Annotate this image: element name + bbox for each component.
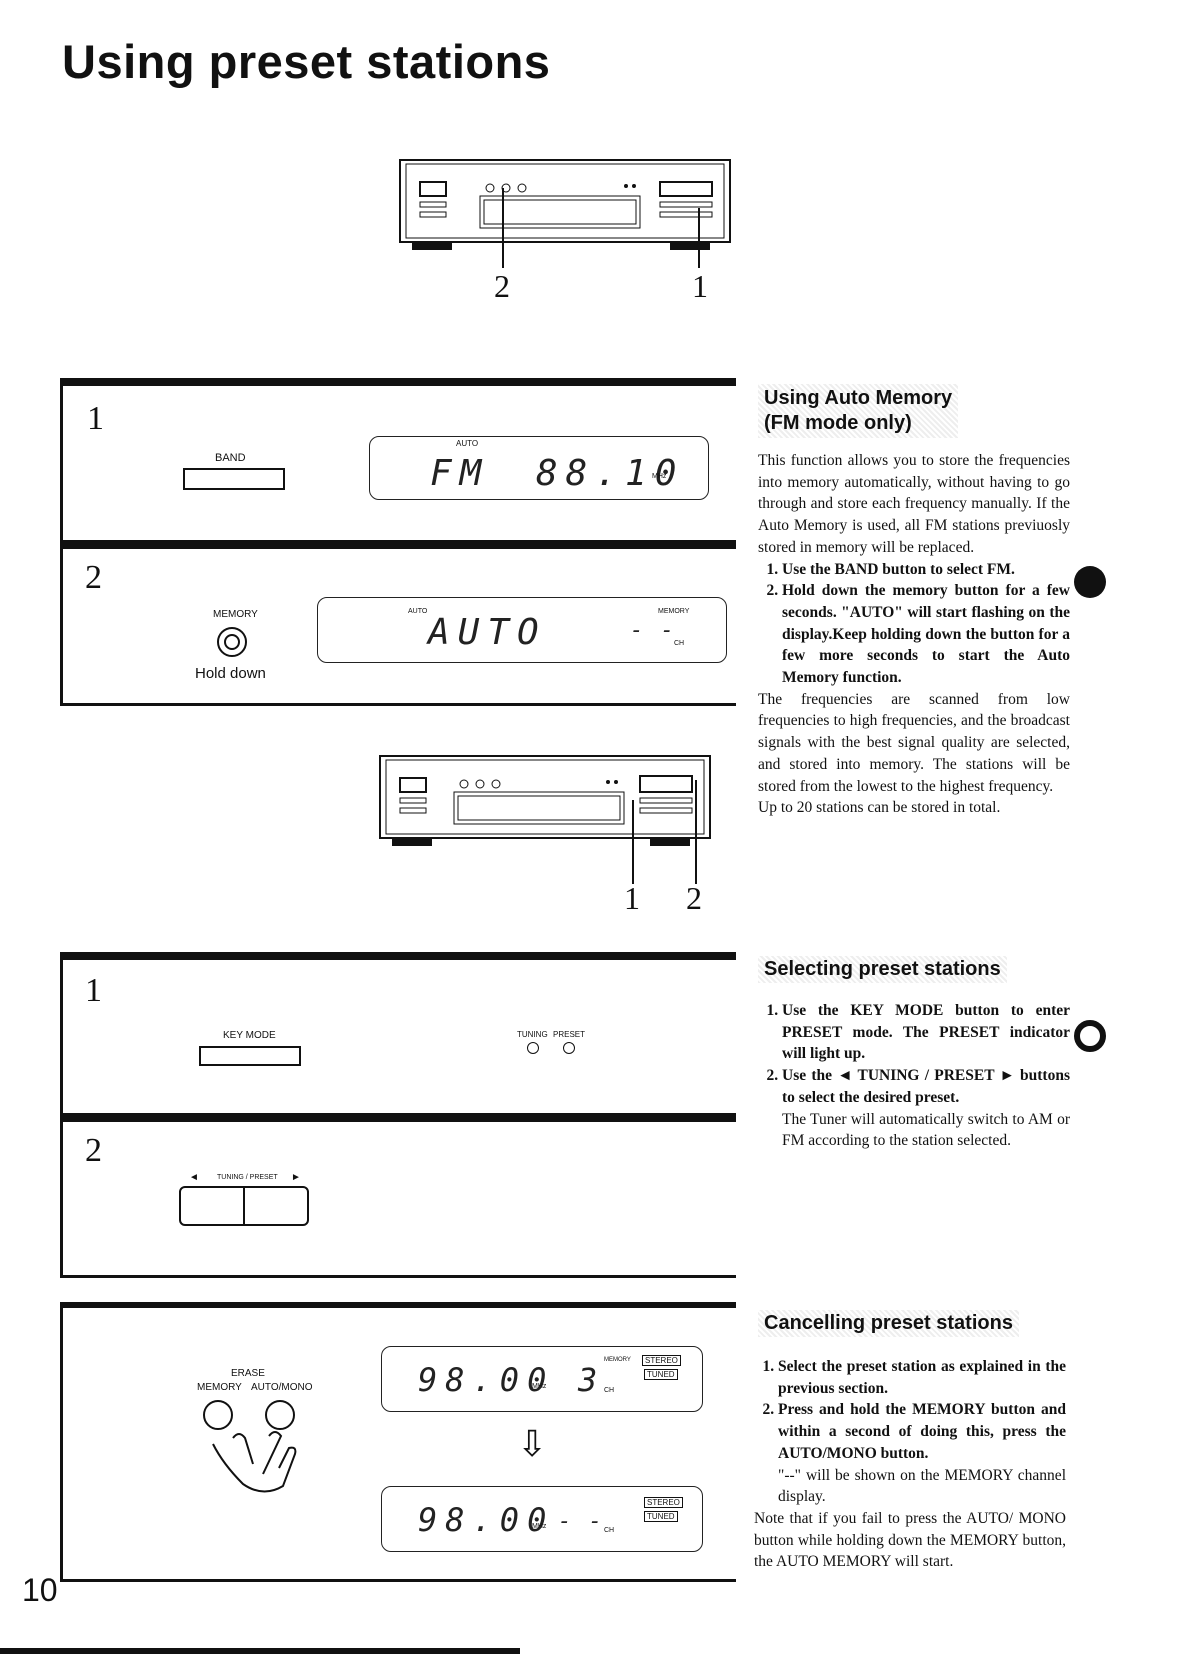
automono-label: AUTO/MONO <box>251 1382 313 1393</box>
step-number: 2 <box>85 559 102 596</box>
display-after: 98.00 MHz - - CH STEREO TUNED <box>381 1486 703 1552</box>
tuning-preset-label: TUNING / PRESET <box>217 1174 278 1181</box>
page-title: Using preset stations <box>62 35 551 88</box>
tuning-indicator-label: TUNING <box>517 1030 548 1039</box>
selecting-heading: Selecting preset stations <box>758 956 1007 983</box>
hold-down-label: Hold down <box>195 665 266 682</box>
frequency-display: 88.10 <box>536 453 685 494</box>
step-number: 1 <box>87 400 104 437</box>
memory-label: MEMORY <box>213 609 258 620</box>
note-paragraph: Up to 20 stations can be stored in total… <box>758 799 1001 817</box>
tuned-indicator: TUNED <box>644 1511 678 1522</box>
step-item: Hold down the memory button for a few se… <box>782 580 1070 689</box>
intro-paragraph: This function allows you to store the fr… <box>758 452 1070 556</box>
callout-1: 1 <box>692 268 708 304</box>
callout-2: 2 <box>686 880 702 916</box>
step-item: Use the KEY MODE button to enter PRESET … <box>782 1000 1070 1065</box>
callout-2: 2 <box>494 268 510 304</box>
section-bullet-icon <box>1074 1020 1106 1052</box>
tuning-indicator-icon <box>527 1042 539 1054</box>
key-mode-button[interactable] <box>199 1046 301 1066</box>
unit-label: MHz <box>532 1383 547 1390</box>
memory-indicator: MEMORY <box>658 608 690 615</box>
preset-indicator-icon <box>563 1042 575 1054</box>
auto-memory-heading: Using Auto Memory (FM mode only) <box>758 384 959 438</box>
selecting-step1-panel: 1 KEY MODE TUNING PRESET <box>60 952 736 1116</box>
selecting-text: Use the KEY MODE button to enter PRESET … <box>758 1000 1070 1152</box>
memory-button[interactable] <box>203 1400 233 1430</box>
section-bullet-icon <box>1074 566 1106 598</box>
note-paragraph: Note that if you fail to press the AUTO/… <box>754 1509 1066 1571</box>
auto-memory-step2-panel: 2 MEMORY Hold down AUTO AUTO MEMORY - - … <box>60 543 736 706</box>
selecting-step2-panel: 2 ◄ TUNING / PRESET ► <box>60 1116 736 1278</box>
tuned-indicator: TUNED <box>644 1369 678 1380</box>
step-number: 1 <box>85 972 102 1009</box>
tuner-front-figure-top <box>398 158 732 254</box>
display-before: 98.00 MHz 3 CH MEMORY STEREO TUNED <box>381 1346 703 1412</box>
step-text: Press and hold the MEMORY button and wit… <box>778 1401 1066 1462</box>
ch-label: CH <box>674 640 685 647</box>
stereo-indicator: STEREO <box>644 1497 683 1508</box>
step-text: Use the ◄ TUNING / PRESET ► buttons to s… <box>782 1067 1070 1106</box>
step-item: Press and hold the MEMORY button and wit… <box>778 1399 1066 1508</box>
ch-label: CH <box>604 1387 615 1394</box>
memory-label: MEMORY <box>197 1382 242 1393</box>
step-item: Select the preset station as explained i… <box>778 1356 1066 1399</box>
tuning-preset-up-button[interactable] <box>243 1186 309 1226</box>
band-button[interactable] <box>183 468 285 490</box>
channel-display: 3 <box>578 1361 606 1399</box>
unit-label: MHz <box>532 1523 547 1530</box>
callout-1: 1 <box>624 880 640 916</box>
step-item: Use the ◄ TUNING / PRESET ► buttons to s… <box>782 1065 1070 1152</box>
step-note: The Tuner will automatically switch to A… <box>782 1110 1070 1150</box>
display-panel: AUTO FM 88.10 MHz <box>369 436 709 500</box>
auto-memory-step1-panel: 1 BAND AUTO FM 88.10 MHz <box>60 378 736 543</box>
key-mode-label: KEY MODE <box>223 1030 276 1041</box>
auto-indicator: AUTO <box>456 439 479 448</box>
frequency-display: 98.00 <box>418 1361 555 1399</box>
cancelling-text: Select the preset station as explained i… <box>754 1356 1066 1573</box>
band-display: FM <box>430 453 490 494</box>
tuner-front-figure-mid <box>378 754 712 850</box>
left-arrow-icon: ◄ <box>189 1172 199 1183</box>
steps-list: Use the BAND button to select FM. Hold d… <box>758 559 1070 689</box>
step-item: Use the BAND button to select FM. <box>782 559 1070 581</box>
right-arrow-icon: ► <box>291 1172 301 1183</box>
steps-list: Use the KEY MODE button to enter PRESET … <box>758 1000 1070 1152</box>
steps-list: Select the preset station as explained i… <box>754 1356 1066 1508</box>
memory-indicator: MEMORY <box>604 1357 631 1363</box>
channel-display: - - <box>558 1509 604 1534</box>
step-number: 2 <box>85 1132 102 1169</box>
memory-button[interactable] <box>217 627 247 657</box>
step-note: "--" will be shown on the MEMORY channel… <box>778 1466 1066 1506</box>
cancelling-heading: Cancelling preset stations <box>758 1310 1019 1337</box>
channel-display: - - <box>630 618 676 643</box>
ch-label: CH <box>604 1527 615 1534</box>
hand-press-icon <box>203 1424 313 1509</box>
erase-label: ERASE <box>231 1368 265 1379</box>
body-paragraph: The frequencies are scanned from low fre… <box>758 690 1070 795</box>
automono-button[interactable] <box>265 1400 295 1430</box>
heading-line-2: (FM mode only) <box>764 412 912 434</box>
tuning-preset-down-button[interactable] <box>179 1186 245 1226</box>
auto-indicator: AUTO <box>408 608 428 615</box>
cancelling-panel: ERASE MEMORY AUTO/MONO 98.00 MHz 3 CH ME… <box>60 1302 736 1582</box>
page-number: 10 <box>22 1572 58 1608</box>
stereo-indicator: STEREO <box>642 1355 681 1366</box>
unit-label: MHz <box>652 473 667 480</box>
auto-display: AUTO <box>428 612 547 653</box>
auto-memory-text: This function allows you to store the fr… <box>758 450 1070 819</box>
band-label: BAND <box>215 452 246 464</box>
heading-line-1: Using Auto Memory <box>764 387 953 409</box>
preset-indicator-label: PRESET <box>553 1030 586 1039</box>
display-panel: AUTO AUTO MEMORY - - CH <box>317 597 727 663</box>
down-arrow-icon: ⇩ <box>517 1424 548 1464</box>
bottom-rule <box>0 1648 520 1654</box>
frequency-display: 98.00 <box>418 1501 555 1539</box>
